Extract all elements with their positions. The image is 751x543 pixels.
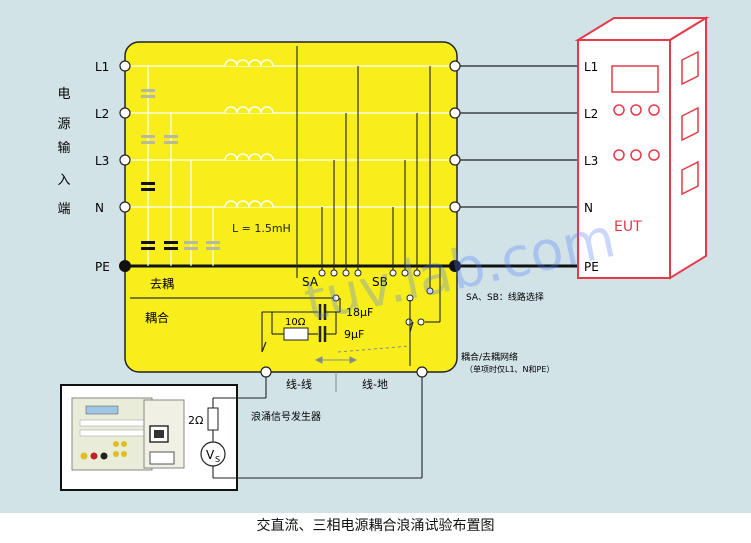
resistor-label: 10Ω [285,317,306,328]
terminal-nodes [119,60,461,378]
generator-circuit [212,377,423,479]
line-label-right-pe: PE [584,260,599,274]
generator-device [71,397,185,471]
line-label-right-l2: L2 [584,107,598,121]
decoupling-label: 去耦 [150,277,174,291]
selector-wires [321,66,431,288]
selector-sa-label: SA [302,275,319,289]
generator-label: 浪涌信号发生器 [251,410,321,423]
resistor-10-ohm [283,327,309,341]
capacitor-18uf-label: 18μF [346,306,373,319]
line-label-right-n: N [584,201,593,215]
line-label-left-pe: PE [95,260,110,274]
input-label-char: 输 [57,140,70,156]
voltage-source-label: V [206,448,215,462]
line-label-right-l3: L3 [584,154,598,168]
capacitor-9uf-label: 9μF [344,328,364,341]
resistor-2-ohm-label: 2Ω [188,414,203,427]
input-label-char: 入 [57,173,70,188]
eut-label: EUT [614,219,642,235]
selector-contacts [318,269,434,326]
line-line-label: 线-线 [286,377,312,391]
output-lines [455,65,578,208]
network-note: 耦合/去耦网络 [461,351,518,363]
selector-note: SA、SB：线路选择 [466,291,544,303]
line-label-left-l1: L1 [95,60,109,74]
mode-arrow [314,356,358,392]
selector-arrow-right [409,321,414,333]
input-label-char: 源 [57,117,70,132]
line-label-right-l1: L1 [584,60,598,74]
decoupling-capacitors-gray [141,89,220,250]
voltage-source-subscript: S [215,455,220,464]
selector-sb-label: SB [372,275,388,289]
eut-knobs [613,104,660,161]
figure-caption: 交直流、三相电源耦合浪涌试验布置图 [256,518,495,534]
eut-side-panels [681,50,699,196]
line-label-left-l3: L3 [95,154,109,168]
line-label-left-l2: L2 [95,107,109,121]
selector-arrow-left [261,341,267,353]
voltage-source [200,441,226,467]
decoupling-capacitors-black [141,182,178,250]
network-note-sub: （单项时仅L1、N和PE） [465,364,554,374]
power-lines [125,65,455,208]
pe-terminal-nodes [119,260,461,272]
coupling-label: 耦合 [145,310,169,325]
input-label-char: 端 [57,202,70,217]
inductance-label: L = 1.5mH [232,222,291,235]
eut-display [611,65,659,93]
coupling-capacitors [318,304,327,342]
resistor-2-ohm [207,407,219,431]
eut-cabinet [574,16,710,280]
coupling-dashed-link [337,345,411,353]
inductor-coils [224,59,274,208]
input-label-char: 电 [57,87,70,102]
input-label: 电 源 输 入 端 [57,87,70,217]
coupling-circuit [261,266,441,366]
line-label-left-n: N [95,201,104,215]
line-ground-label: 线-地 [362,377,388,391]
